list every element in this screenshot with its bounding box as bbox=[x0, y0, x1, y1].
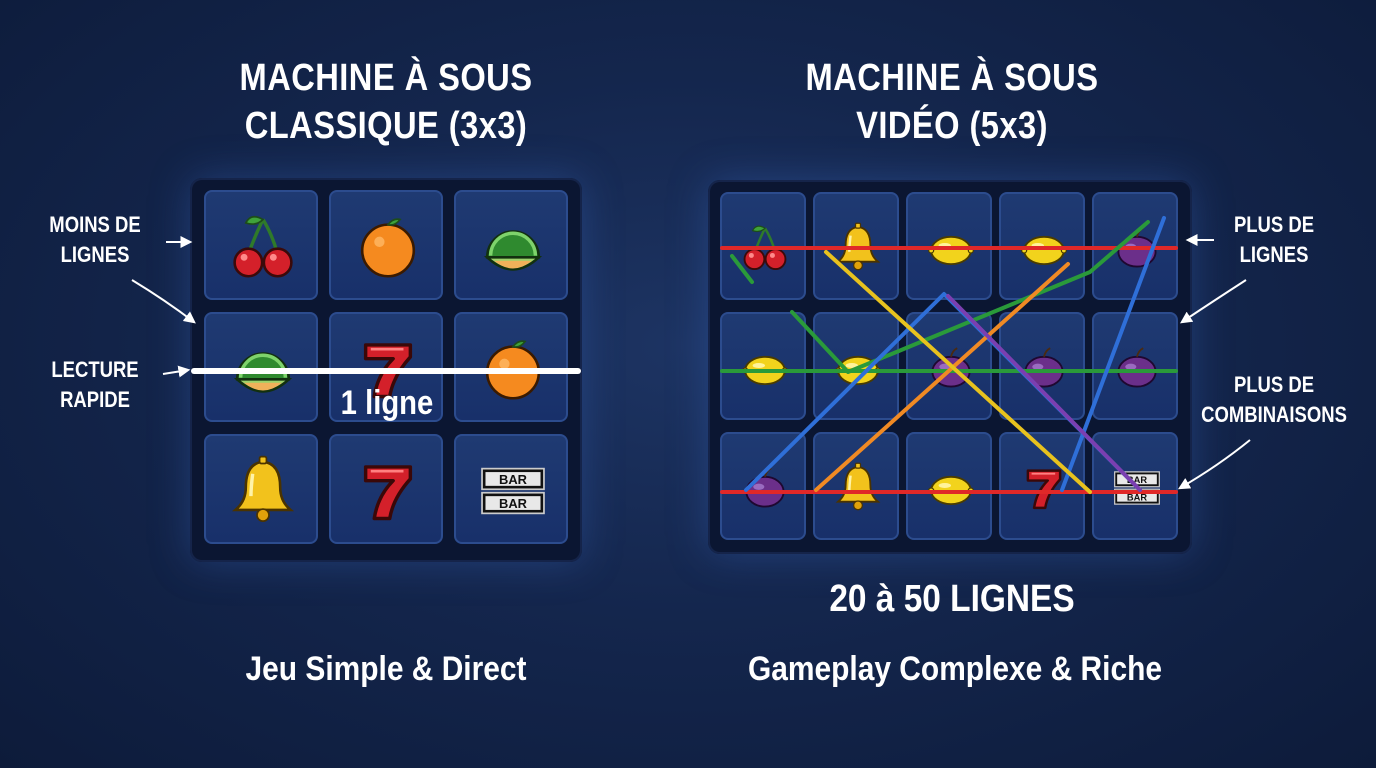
arrow-quick-read bbox=[162, 365, 191, 378]
video-cell-lemon bbox=[813, 312, 899, 420]
arrow-fewer-lines-2 bbox=[131, 279, 196, 324]
video-cell-cherry bbox=[720, 192, 806, 300]
video-cell-lemon bbox=[999, 192, 1085, 300]
classic-cell-bell bbox=[204, 434, 318, 544]
lines-count-text: 20 à 50 LIGNES bbox=[829, 578, 1075, 620]
lemon-icon bbox=[1021, 235, 1067, 266]
video-cell-lemon bbox=[906, 192, 992, 300]
plum-icon bbox=[1117, 347, 1157, 388]
svg-text:BAR: BAR bbox=[499, 496, 528, 511]
melon-icon bbox=[233, 352, 293, 393]
video-title-line1: MACHINE À SOUS bbox=[805, 57, 1099, 99]
label-quick-read: LECTURE RAPIDE bbox=[45, 355, 144, 415]
classic-caption: Jeu Simple & Direct bbox=[245, 650, 527, 688]
label-more-lines: PLUS DE LIGNES bbox=[1224, 210, 1325, 270]
lemon-icon bbox=[928, 235, 974, 266]
label-fewer-lines: MOINS DE LIGNES bbox=[45, 210, 144, 270]
lemon-icon bbox=[742, 355, 788, 386]
video-title-line2: VIDÉO (5x3) bbox=[856, 105, 1048, 147]
video-cell-lemon bbox=[906, 432, 992, 540]
label-more-lines-1: PLUS DE bbox=[1233, 212, 1315, 237]
cherry-icon bbox=[743, 225, 787, 271]
video-cell-bell bbox=[813, 432, 899, 540]
svg-text:BAR: BAR bbox=[1127, 492, 1147, 502]
video-cell-seven bbox=[999, 432, 1085, 540]
plum-icon bbox=[1117, 227, 1157, 268]
svg-text:BAR: BAR bbox=[1127, 475, 1147, 485]
classic-cell-orange bbox=[329, 190, 443, 300]
seven-icon bbox=[363, 465, 413, 521]
label-fewer-lines-2: LIGNES bbox=[60, 242, 130, 267]
bar-icon: BAR BAR bbox=[481, 467, 545, 515]
video-slot-grid: BAR BAR bbox=[708, 180, 1192, 554]
orange-icon bbox=[485, 340, 541, 400]
label-more-lines-2: LIGNES bbox=[1239, 242, 1309, 267]
plum-icon bbox=[1024, 347, 1064, 388]
label-more-combos-2: COMBINAISONS bbox=[1201, 402, 1347, 427]
video-slot-title: MACHINE À SOUS VIDÉO (5x3) bbox=[780, 54, 1124, 150]
bar-icon: BAR BAR bbox=[1114, 471, 1160, 505]
orange-icon bbox=[360, 218, 416, 278]
classic-title-line1: MACHINE À SOUS bbox=[239, 57, 533, 99]
lemon-icon bbox=[835, 355, 881, 386]
classic-cell-melon bbox=[204, 312, 318, 422]
bell-icon bbox=[231, 455, 295, 522]
video-cell-plum bbox=[1092, 192, 1178, 300]
label-quick-read-2: RAPIDE bbox=[60, 387, 130, 412]
classic-cell-cherry bbox=[204, 190, 318, 300]
label-more-combos-1: PLUS DE bbox=[1233, 372, 1315, 397]
melon-icon bbox=[483, 230, 543, 271]
bell-icon bbox=[835, 462, 881, 511]
video-cell-plum bbox=[906, 312, 992, 420]
plum-icon bbox=[745, 467, 785, 508]
video-cell-plum bbox=[999, 312, 1085, 420]
classic-cell-bar: BAR BAR bbox=[454, 434, 568, 544]
video-caption: Gameplay Complexe & Riche bbox=[747, 650, 1163, 688]
classic-title-line2: CLASSIQUE (3x3) bbox=[244, 105, 528, 147]
plum-icon bbox=[931, 347, 971, 388]
classic-cell-seven bbox=[329, 434, 443, 544]
lemon-icon bbox=[928, 475, 974, 506]
bell-icon bbox=[835, 222, 881, 271]
label-fewer-lines-1: MOINS DE bbox=[49, 212, 141, 237]
svg-text:BAR: BAR bbox=[499, 472, 528, 487]
video-cell-plum bbox=[1092, 312, 1178, 420]
classic-cell-orange bbox=[454, 312, 568, 422]
single-line-label: 1 ligne bbox=[340, 384, 434, 422]
classic-slot-title: MACHINE À SOUS CLASSIQUE (3x3) bbox=[214, 54, 558, 150]
video-cell-lemon bbox=[720, 312, 806, 420]
video-cell-bar: BAR BAR bbox=[1092, 432, 1178, 540]
label-quick-read-1: LECTURE bbox=[51, 357, 139, 382]
classic-cell-melon bbox=[454, 190, 568, 300]
video-cell-bell bbox=[813, 192, 899, 300]
cherry-icon bbox=[233, 215, 293, 278]
seven-icon bbox=[1026, 469, 1062, 510]
classic-slot-grid: BAR BAR bbox=[190, 178, 582, 562]
video-cell-plum bbox=[720, 432, 806, 540]
label-more-combinations: PLUS DE COMBINAISONS bbox=[1200, 370, 1348, 430]
